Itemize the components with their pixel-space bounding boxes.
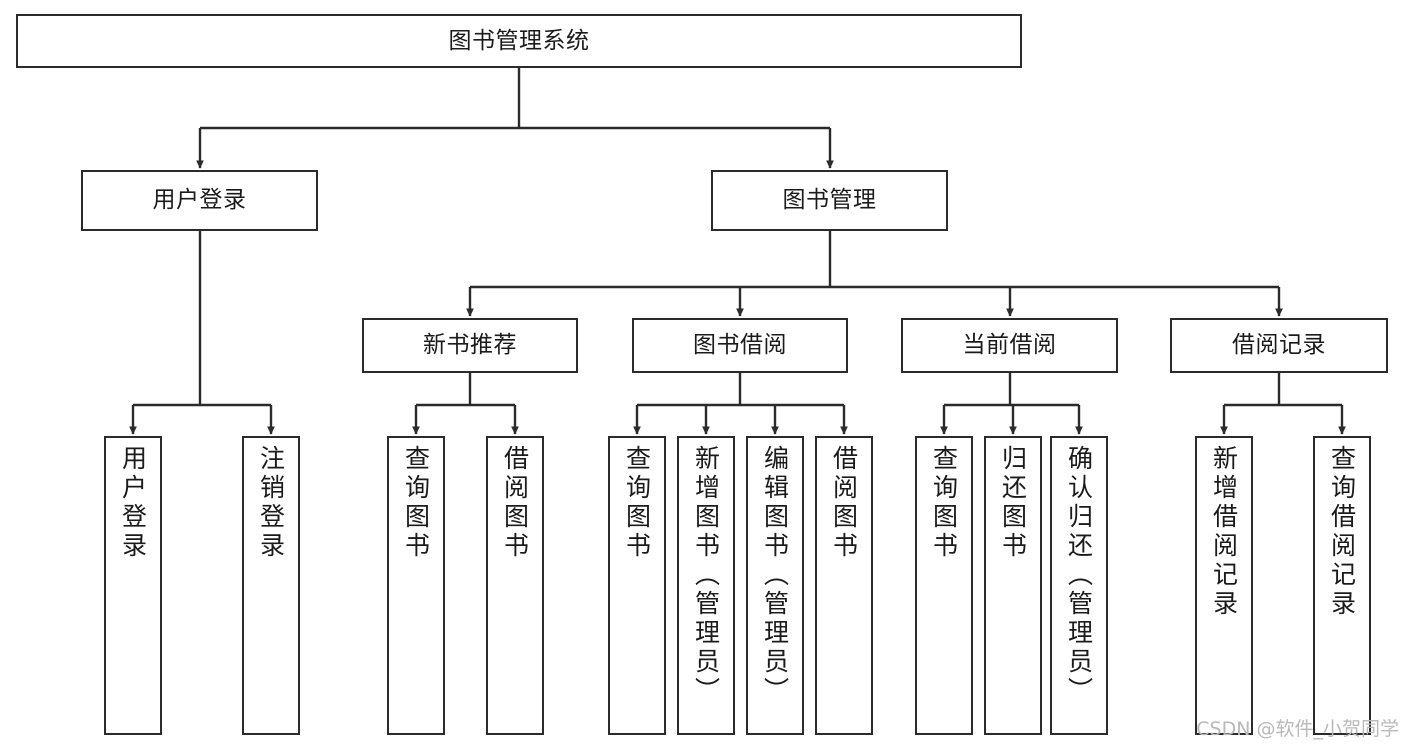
node-records[interactable]: 借阅记录 [1170, 318, 1388, 373]
node-borrow[interactable]: 图书借阅 [632, 318, 848, 373]
node-leaf-borrow-1[interactable]: 查询图书 [608, 436, 666, 735]
node-newbook[interactable]: 新书推荐 [362, 318, 578, 373]
node-leaf-rec-1[interactable]: 新增借阅记录 [1195, 436, 1253, 735]
node-leaf-cur-2[interactable]: 归还图书 [984, 436, 1042, 735]
node-label-newbook: 新书推荐 [423, 332, 517, 359]
node-current[interactable]: 当前借阅 [901, 318, 1118, 373]
node-leaf-borrow-3[interactable]: 编辑图书（管理员） [746, 436, 804, 735]
node-leaf-login-2[interactable]: 注销登录 [242, 436, 300, 735]
node-label-leaf-cur-3: 确认归还（管理员） [1064, 445, 1094, 706]
node-label-borrow: 图书借阅 [693, 332, 787, 359]
node-leaf-borrow-2[interactable]: 新增图书（管理员） [677, 436, 735, 735]
node-label-current: 当前借阅 [962, 332, 1057, 359]
node-leaf-cur-1[interactable]: 查询图书 [915, 436, 973, 735]
node-leaf-rec-2[interactable]: 查询借阅记录 [1313, 436, 1371, 735]
node-label-root: 图书管理系统 [448, 27, 590, 54]
node-leaf-login-1[interactable]: 用户登录 [104, 436, 162, 735]
node-label-leaf-borrow-1: 查询图书 [622, 445, 652, 561]
node-label-login: 用户登录 [152, 187, 247, 214]
node-login[interactable]: 用户登录 [81, 170, 318, 231]
node-label-leaf-rec-2: 查询借阅记录 [1327, 445, 1357, 619]
node-root[interactable]: 图书管理系统 [16, 14, 1022, 68]
node-label-leaf-borrow-3: 编辑图书（管理员） [760, 445, 790, 706]
node-label-leaf-rec-1: 新增借阅记录 [1209, 445, 1239, 619]
node-leaf-new-2[interactable]: 借阅图书 [486, 436, 544, 735]
node-label-bookmgmt: 图书管理 [782, 187, 877, 214]
node-label-leaf-login-2: 注销登录 [256, 445, 286, 561]
node-label-leaf-cur-2: 归还图书 [998, 445, 1028, 561]
node-label-leaf-new-2: 借阅图书 [500, 445, 530, 561]
node-label-leaf-new-1: 查询图书 [401, 445, 431, 561]
node-label-leaf-login-1: 用户登录 [118, 445, 148, 561]
node-leaf-borrow-4[interactable]: 借阅图书 [815, 436, 873, 735]
node-leaf-cur-3[interactable]: 确认归还（管理员） [1050, 436, 1108, 735]
watermark: CSDN @软件_小贺同学 [1196, 718, 1399, 740]
node-label-leaf-cur-1: 查询图书 [929, 445, 959, 561]
node-bookmgmt[interactable]: 图书管理 [711, 170, 948, 231]
node-label-leaf-borrow-2: 新增图书（管理员） [691, 445, 721, 706]
node-label-records: 借阅记录 [1232, 332, 1326, 359]
node-leaf-new-1[interactable]: 查询图书 [387, 436, 445, 735]
node-label-leaf-borrow-4: 借阅图书 [829, 445, 859, 561]
